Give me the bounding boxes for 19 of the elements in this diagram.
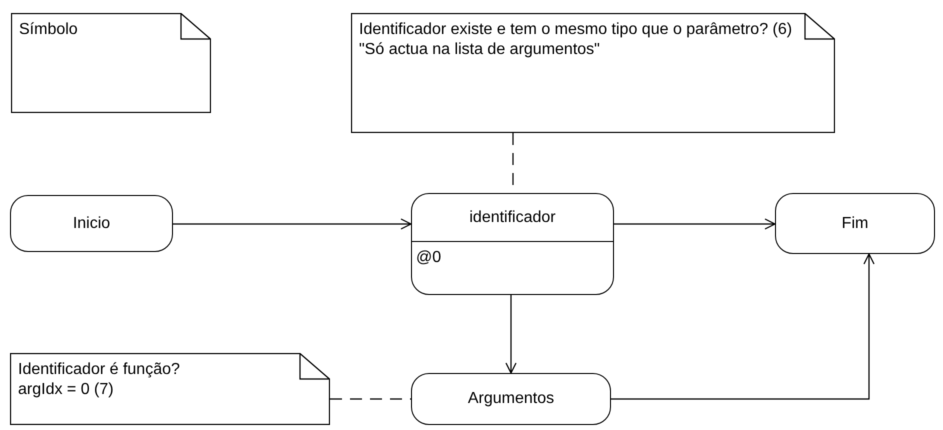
arrow	[173, 218, 412, 230]
state-box	[411, 373, 611, 425]
state-name: identificador	[469, 208, 556, 228]
state-name: Argumentos	[468, 389, 554, 409]
note-text: Identificador é função?	[18, 360, 181, 380]
state-name: Fim	[842, 214, 868, 234]
state-box	[10, 195, 173, 252]
note-text: Identificador existe e tem o mesmo tipo que o parâmetro? (6)	[359, 20, 794, 40]
state-action: @0	[416, 248, 442, 268]
note-text: Símbolo	[19, 20, 79, 40]
arrow	[611, 253, 875, 400]
note-text: argIdx = 0 (7)	[18, 380, 115, 400]
note-text: "Só actua na lista de argumentos"	[359, 40, 601, 60]
state-box	[411, 193, 614, 295]
dashed-connector	[330, 398, 411, 400]
arrow	[614, 218, 776, 230]
state-box	[775, 193, 935, 254]
arrow	[505, 295, 517, 374]
state-name: Inicio	[72, 214, 110, 234]
